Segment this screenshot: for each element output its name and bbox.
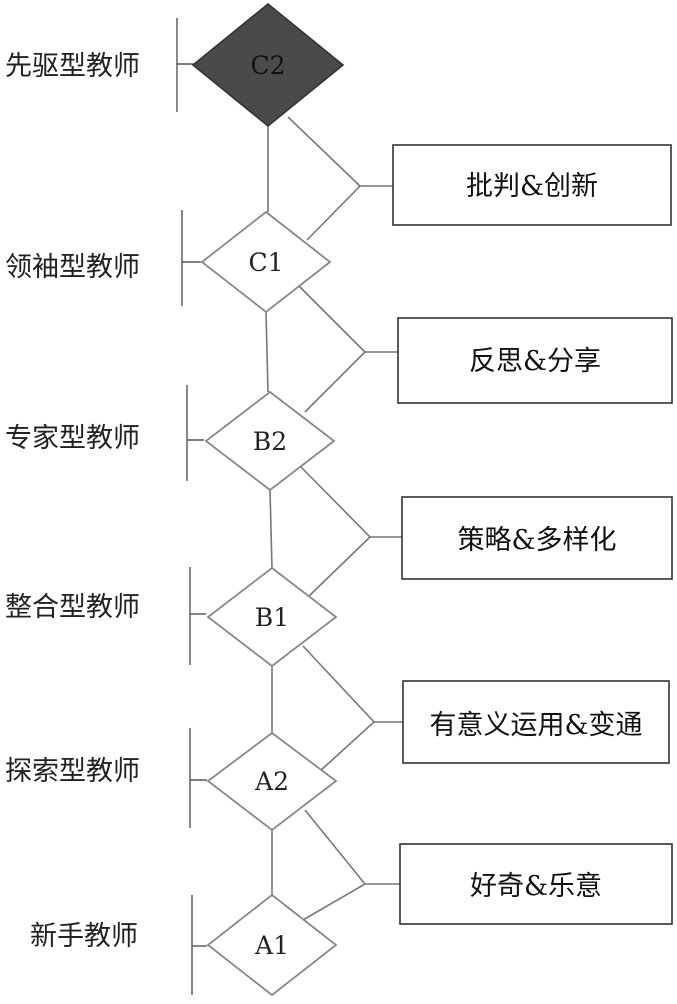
transitions: 批判&创新 反思&分享 策略&多样化 有意义运用&变通 好奇&乐意 [287, 116, 673, 925]
transition-box [399, 843, 673, 925]
spine-segment-b2-b1 [269, 489, 273, 569]
node-b1: B1 [206, 566, 338, 668]
level-c2: 先驱型教师 [5, 18, 195, 112]
node-diamond [206, 731, 338, 832]
spine-segment-c1-b2 [265, 311, 269, 393]
level-c1: 领袖型教师 [5, 210, 201, 306]
node-c1: C1 [200, 210, 332, 314]
node-c2: C2 [191, 2, 345, 128]
spine [265, 126, 273, 895]
transition-connector [302, 645, 376, 772]
level-a1: 新手教师 [30, 895, 207, 995]
level-a2: 探索型教师 [5, 728, 207, 828]
node-diamond [206, 893, 338, 997]
level-b1: 整合型教师 [5, 567, 206, 665]
transition-connector [297, 284, 367, 413]
transition-c1-c2: 批判&创新 [287, 116, 672, 241]
node-code: C1 [248, 248, 283, 277]
level-name: 专家型教师 [5, 423, 140, 454]
node-diamond [206, 566, 338, 668]
transition-label: 有意义运用&变通 [429, 710, 642, 741]
level-nodes: C2 C1 B2 B1 A2 A1 [191, 2, 345, 997]
node-diamond [191, 2, 345, 128]
node-code: A1 [254, 931, 289, 960]
node-diamond [200, 210, 332, 314]
transition-label: 好奇&乐意 [470, 871, 602, 902]
node-code: C2 [250, 51, 285, 80]
node-code: A2 [254, 767, 289, 796]
level-name: 领袖型教师 [5, 252, 140, 283]
transition-b2-c1: 反思&分享 [297, 284, 673, 413]
transition-box [402, 680, 670, 764]
transition-connector [299, 465, 372, 598]
node-diamond [204, 390, 336, 492]
node-a2: A2 [206, 731, 338, 832]
transition-box [392, 144, 672, 226]
node-code: B2 [253, 427, 287, 456]
transition-a2-b1: 有意义运用&变通 [302, 645, 670, 772]
transition-b1-b2: 策略&多样化 [299, 465, 673, 598]
transition-box [401, 496, 673, 580]
transition-connector [287, 116, 362, 241]
transition-connector [302, 809, 367, 921]
transition-label: 批判&创新 [466, 171, 598, 202]
transition-label: 反思&分享 [469, 346, 601, 377]
level-name: 整合型教师 [5, 592, 140, 623]
node-a1: A1 [206, 893, 338, 997]
level-name: 新手教师 [30, 921, 138, 952]
level-name: 先驱型教师 [5, 51, 140, 82]
node-code: B1 [255, 603, 289, 632]
level-labels: 先驱型教师 领袖型教师 专家型教师 整合型教师 探索型教师 新手教师 [5, 18, 207, 995]
transition-a1-a2: 好奇&乐意 [302, 809, 673, 925]
node-b2: B2 [204, 390, 336, 492]
level-b2: 专家型教师 [5, 385, 204, 481]
transition-box [397, 317, 673, 404]
transition-label: 策略&多样化 [457, 525, 616, 556]
level-name: 探索型教师 [5, 756, 140, 787]
